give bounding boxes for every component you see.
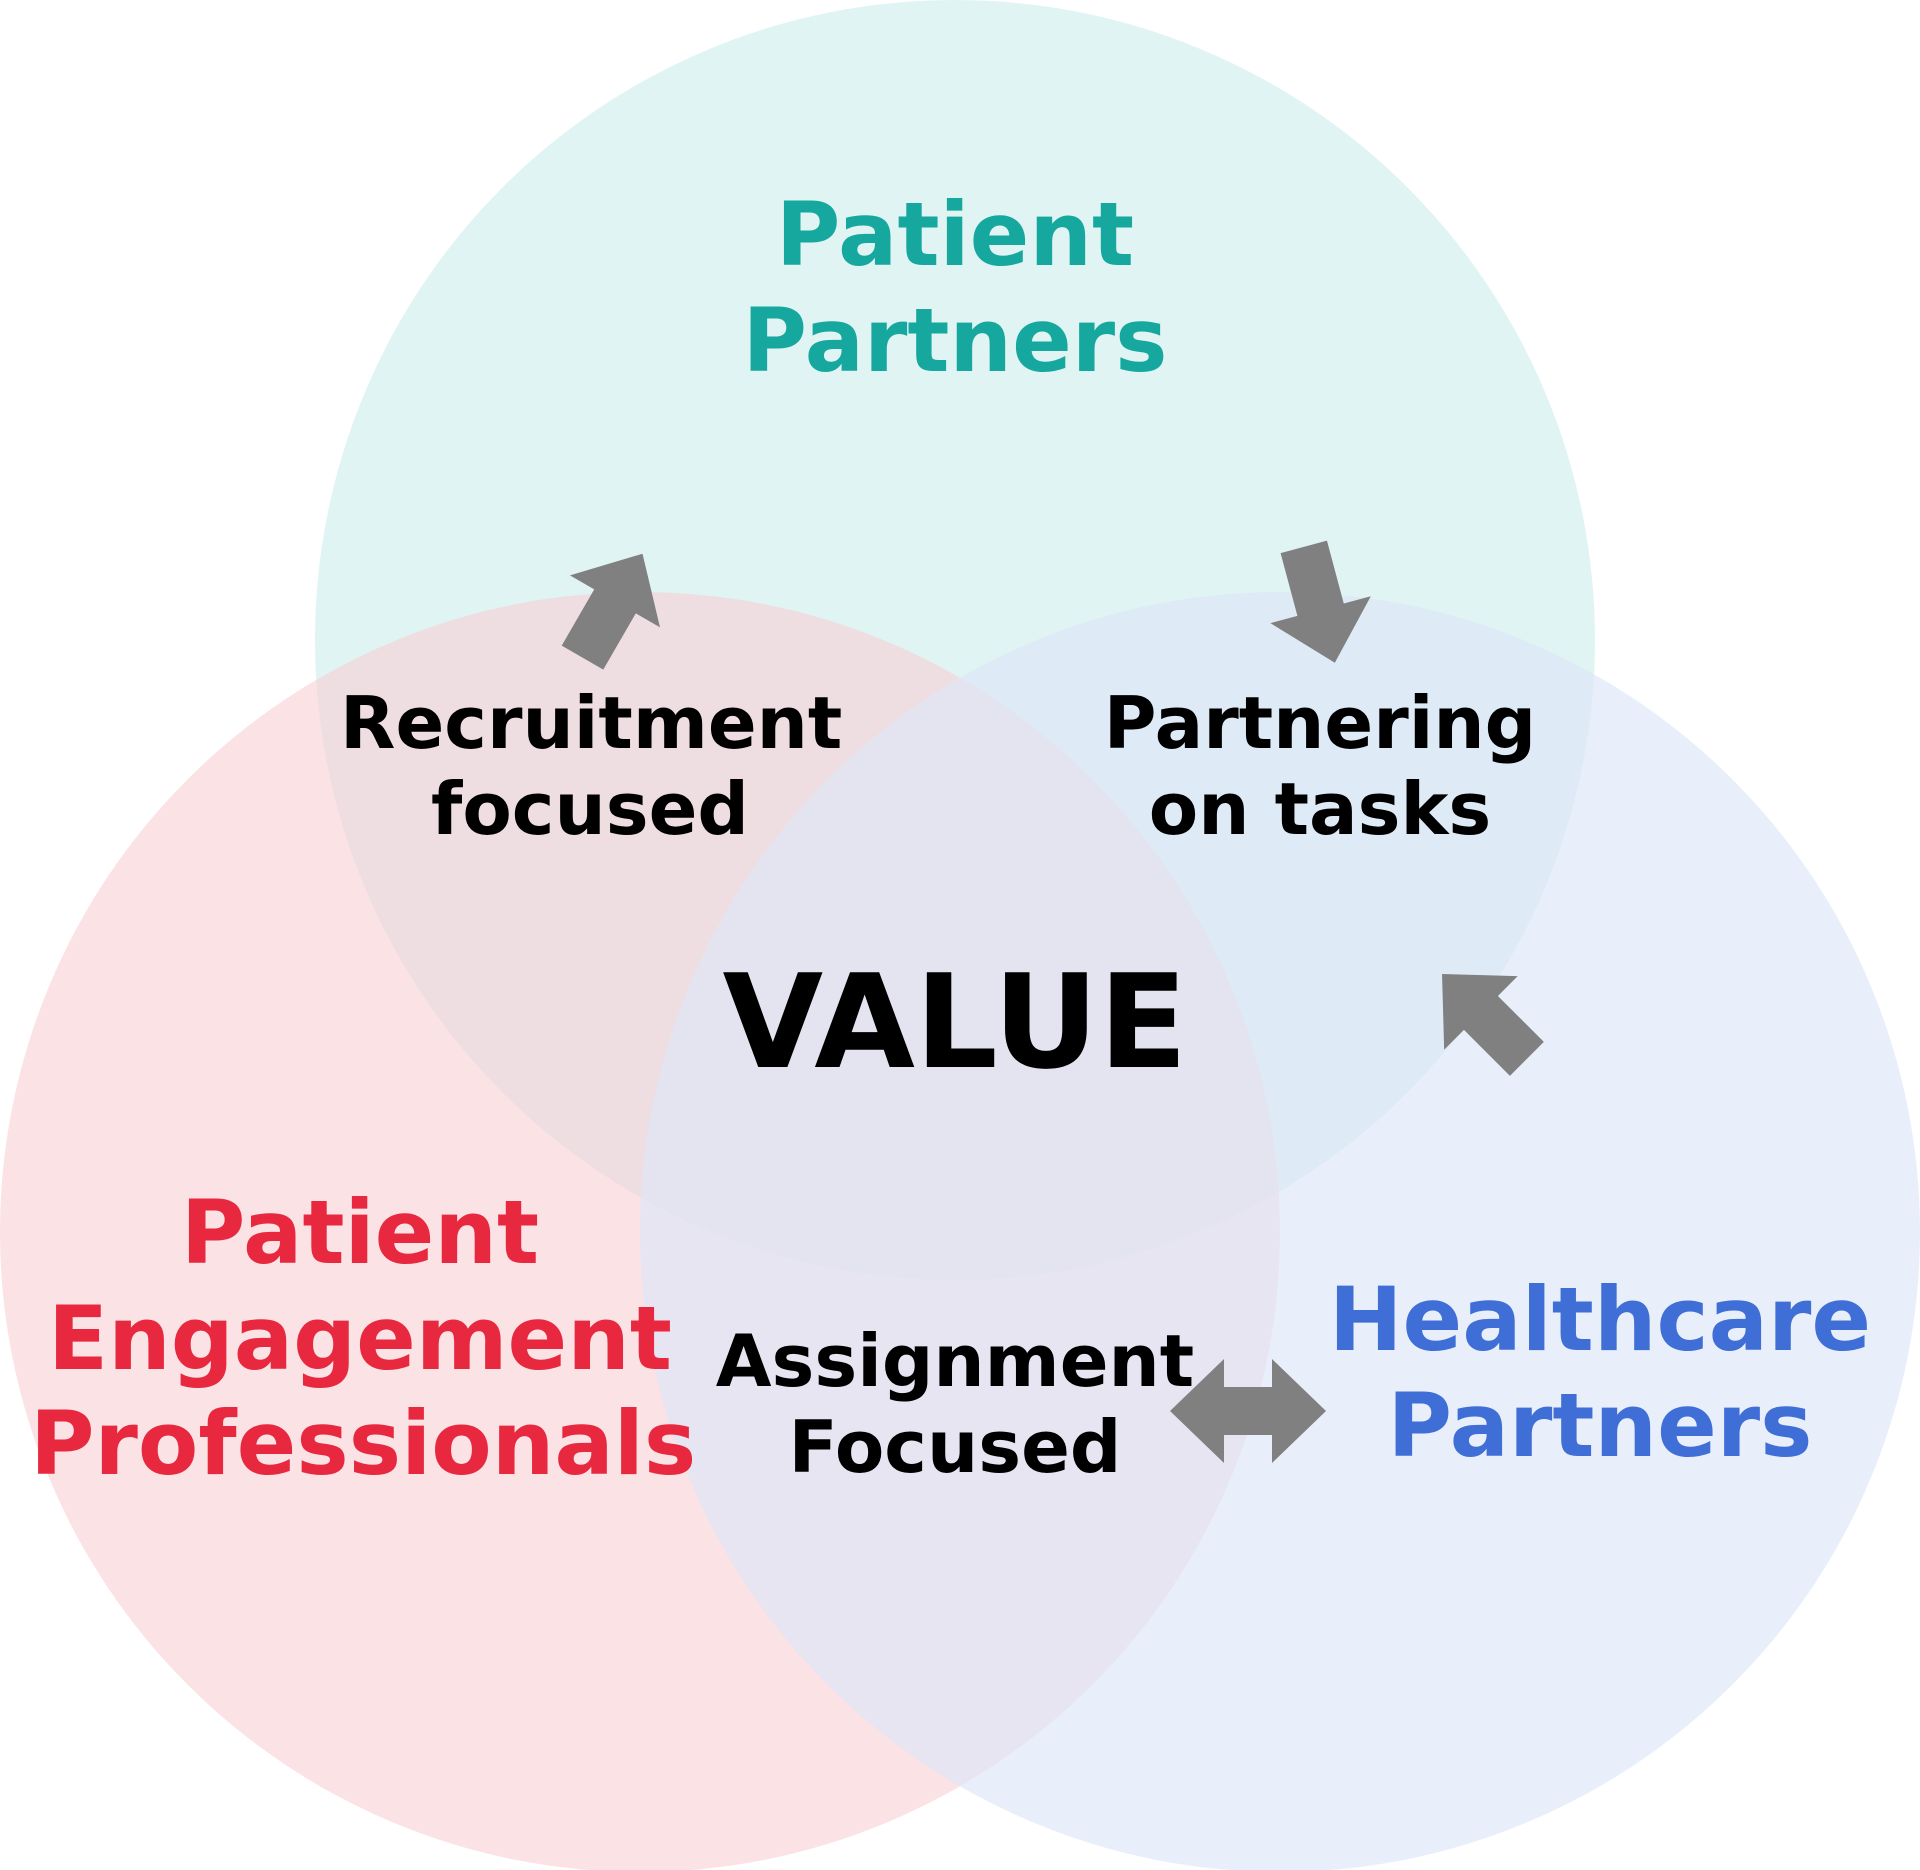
partnering-line2: on tasks — [1148, 767, 1492, 852]
pep-line2: Engagement — [48, 1286, 672, 1390]
pep-line1: Patient — [180, 1181, 540, 1284]
assignment-focused-label: Assignment Focused — [710, 1318, 1200, 1491]
healthcare-arrow — [1442, 974, 1544, 1076]
arrow-down-icon — [1270, 540, 1371, 663]
patient-partners-line2: Partners — [742, 288, 1168, 392]
recruitment-focused-label: Recruitment focused — [340, 680, 843, 853]
pep-line3: Professionals — [30, 1392, 697, 1496]
recruitment-line1: Recruitment — [340, 681, 843, 765]
partnering-arrow — [1270, 540, 1371, 663]
assignment-line2: Focused — [788, 1405, 1122, 1490]
arrow-up-left-icon — [1442, 974, 1544, 1076]
patient-partners-line1: Patient — [775, 183, 1135, 286]
recruitment-line2: focused — [431, 767, 749, 852]
partnering-line1: Partnering — [1103, 681, 1537, 765]
arrow-up-right-icon — [561, 553, 661, 670]
healthcare-partners-line2: Partners — [1387, 1373, 1813, 1477]
healthcare-partners-circle — [640, 592, 1920, 1870]
assignment-arrow — [1170, 1359, 1326, 1463]
patient-partners-label: Patient Partners — [655, 182, 1255, 393]
healthcare-partners-line1: Healthcare — [1328, 1268, 1872, 1371]
pep-label: Patient Engagement Professionals — [30, 1180, 697, 1497]
partnering-on-tasks-label: Partnering on tasks — [1080, 680, 1560, 853]
assignment-line1: Assignment — [715, 1319, 1195, 1403]
double-arrow-icon — [1170, 1359, 1326, 1463]
value-label: VALUE — [722, 946, 1188, 1098]
healthcare-partners-label: Healthcare Partners — [1300, 1267, 1900, 1478]
recruitment-arrow — [561, 553, 661, 670]
